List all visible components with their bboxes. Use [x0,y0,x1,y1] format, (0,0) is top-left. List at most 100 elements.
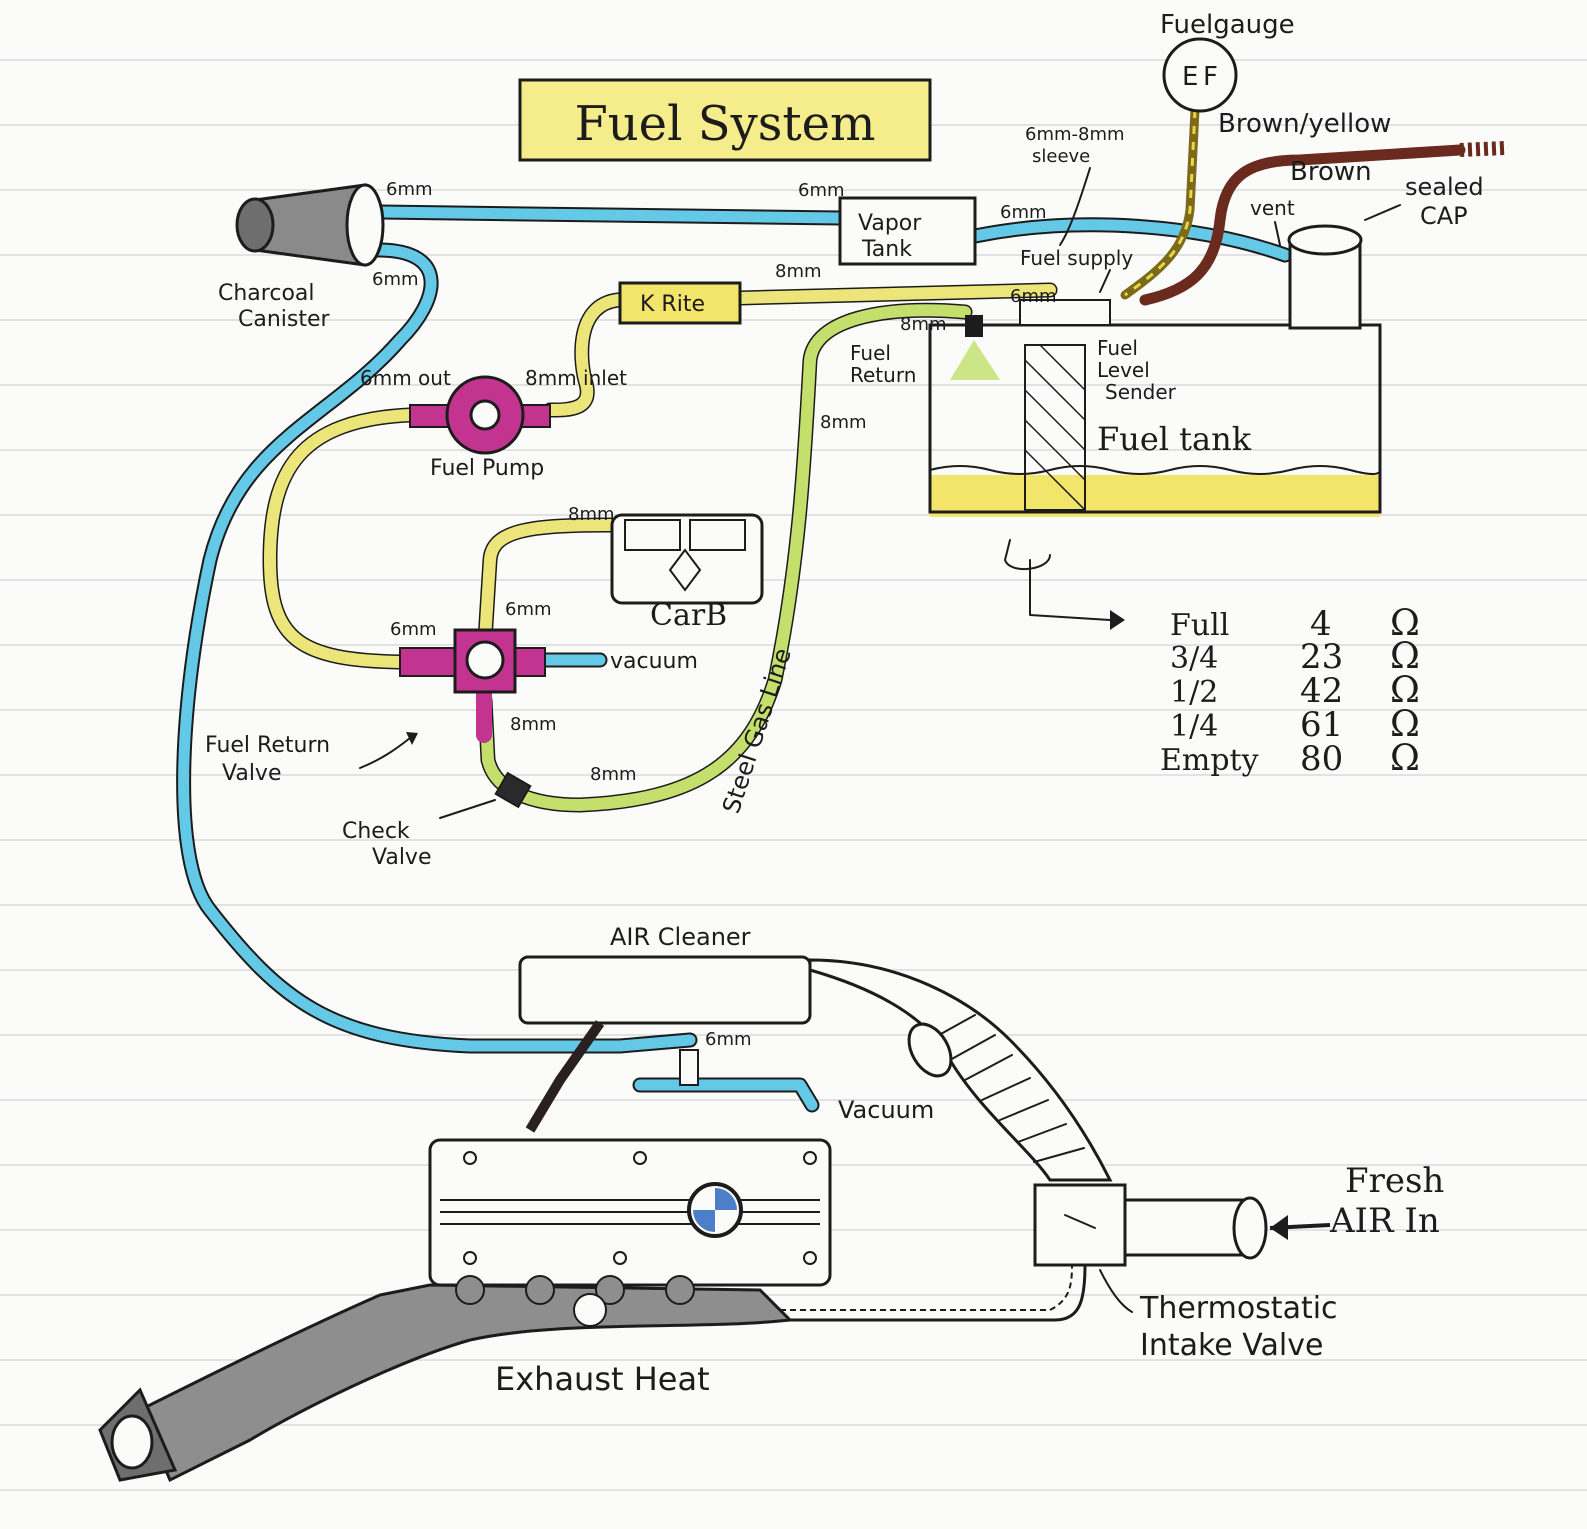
hose-pump-to-return-valve [264,409,416,668]
table-unit: Ω [1390,670,1420,711]
fuel-tank [928,224,1382,517]
thermostatic-label-2: Intake Valve [1140,1328,1323,1363]
fuel-return-valve-label-1: Fuel Return [205,733,330,758]
exhaust-pipe [98,1264,1087,1483]
vapor-tank-label-2: Tank [861,237,912,262]
return-valve-arrowhead [406,732,418,745]
hose-filter-to-pump [544,294,624,416]
vapor-hose-tank-to-vent [969,219,1291,261]
sealed-cap-label-1: sealed [1405,173,1484,201]
intake-duct [808,958,1113,1182]
sealed-cap [1287,224,1363,256]
table-ohms: 42 [1300,671,1343,711]
charcoal-canister-label-1: Charcoal [218,281,315,306]
size-label: 6mm [390,619,437,640]
fresh-air-tube [1123,1198,1252,1257]
table-ohms: 61 [1300,705,1343,745]
diagram-title: Fuel System [574,96,875,152]
fresh-air-arrowhead [1270,1215,1288,1240]
size-label: 8mm [900,314,947,335]
vacuum-port [679,1049,699,1086]
size-label: 8mm [590,764,637,785]
vacuum-hose-intake [634,1079,818,1111]
fuel-supply-hose [734,284,1056,304]
steel-gas-return-line [479,304,971,811]
wire-brown-label: Brown [1290,157,1372,187]
sleeve-label-2: sleeve [1032,146,1090,167]
vapor-hose-canister-to-tank [372,206,846,224]
gauge-e-label: E [1182,62,1198,92]
fuel-level-sender-label-3: Sender [1105,380,1177,404]
table-unit: Ω [1390,603,1420,644]
size-label: 6mm [372,269,419,290]
sender-arrow [1004,539,1111,621]
size-label: 6mm [705,1029,752,1050]
fuel-return-valve [399,628,546,694]
charcoal-canister-label-2: Canister [238,307,331,332]
vapor-hose-canister-to-air-cleaner [178,244,696,1052]
table-ohms: 80 [1300,739,1343,779]
bmw-logo-icon [687,1182,743,1238]
thermostatic-pointer [1099,1269,1133,1313]
fuel-tank-label: Fuel tank [1097,420,1252,458]
carb-throat [525,1020,605,1133]
vapor-tank-label-1: Vapor [858,211,922,236]
table-level: 1/4 [1170,709,1218,744]
size-label: 6mm [386,179,433,200]
table-ohms: 23 [1300,637,1343,677]
size-label: 8mm [820,412,867,433]
sealed-cap-label-2: CAP [1420,202,1468,230]
air-cleaner [518,955,812,1025]
sleeve-pointer [1059,167,1091,246]
vent-pointer [1274,221,1281,246]
tank-top-port [1019,299,1111,326]
fuel-return-label-1: Fuel [850,341,891,365]
fuel-supply-label: Fuel supply [1020,246,1133,270]
engine-block [428,1138,832,1287]
table-ohms: 4 [1310,604,1332,644]
fuel-pump-label: Fuel Pump [430,456,544,481]
thermostatic-label-1: Thermostatic [1139,1291,1338,1326]
return-spray [950,315,1000,380]
size-label: 6mm [798,180,845,201]
hose-return-valve-to-carb [479,519,616,646]
size-label: 8mm [775,261,822,282]
size-label: 6mm [1000,202,1047,223]
k-rite-label: K Rite [640,292,705,317]
fuel-return-valve-label-2: Valve [222,761,282,786]
pump-out-label: 6mm out [360,366,451,390]
gauge-wire-stripe [1124,109,1197,297]
table-level: 3/4 [1170,641,1218,676]
gauge-f-label: F [1203,62,1218,92]
exhaust-ports [455,1275,695,1327]
fuel-level-sender [1024,344,1086,511]
fuel-level-sender-label-2: Level [1097,358,1150,382]
vacuum-label-bottom: Vacuum [838,1096,934,1124]
table-level: Empty [1160,743,1259,778]
check-valve-label-1: Check [342,819,410,844]
fresh-air-inlet [1232,1196,1268,1260]
vacuum-label-top: vacuum [610,649,698,674]
resistance-table: Full 4 Ω 3/4 23 Ω 1/2 42 Ω 1/4 61 Ω Empt… [1160,603,1420,779]
size-label: 8mm [510,714,557,735]
sealed-cap-pointer [1364,204,1401,221]
wire-brown-yellow-label: Brown/yellow [1218,109,1391,139]
check-valve-pointer [439,799,496,819]
sender-arrowhead [1110,610,1125,630]
vapor-tank [838,196,977,266]
fuel-supply-pointer [1099,269,1111,293]
table-unit: Ω [1390,636,1420,677]
table-unit: Ω [1390,704,1420,745]
thermostatic-valve [1033,1183,1127,1267]
filler-neck [1288,238,1362,330]
sleeve-label-1: 6mm-8mm [1025,124,1125,145]
fuel-gauge [1162,37,1238,113]
charcoal-canister [235,183,385,267]
table-level: Full [1170,608,1229,643]
pump-in-label: 8mm inlet [525,366,627,390]
check-valve-label-2: Valve [372,845,432,870]
size-label: 6mm [1010,286,1057,307]
fuel-gauge-label: Fuelgauge [1160,10,1295,40]
